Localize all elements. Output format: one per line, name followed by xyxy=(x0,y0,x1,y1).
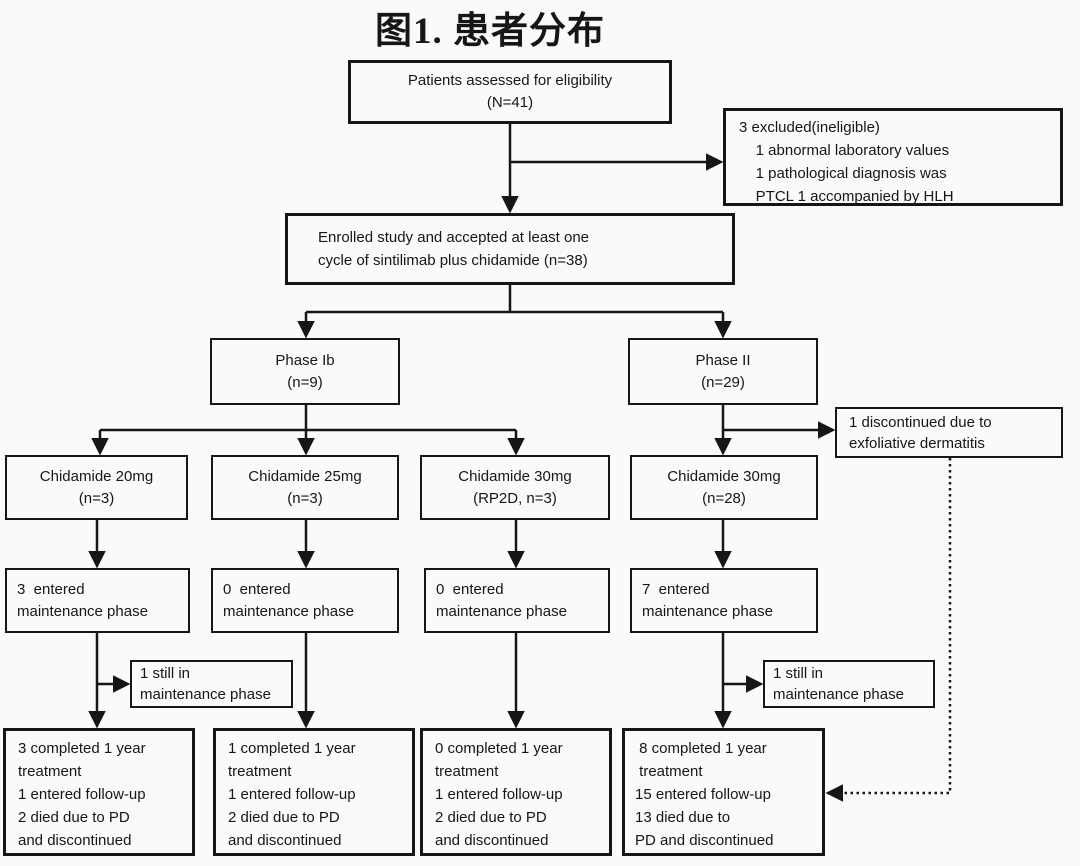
node-discontinued-dermatitis: 1 discontinued due to exfoliative dermat… xyxy=(835,407,1063,458)
node-maintenance-30mg: 7 entered maintenance phase xyxy=(630,568,818,633)
figure-title: 图1. 患者分布 xyxy=(375,11,605,52)
node-chidamide-25mg: Chidamide 25mg (n=3) xyxy=(211,455,399,520)
node-still-in-maintenance-left: 1 still in maintenance phase xyxy=(130,660,293,708)
node-chidamide-20mg: Chidamide 20mg (n=3) xyxy=(5,455,188,520)
node-chidamide-30mg-rp2d: Chidamide 30mg (RP2D, n=3) xyxy=(420,455,610,520)
node-excluded: 3 excluded(ineligible) 1 abnormal labora… xyxy=(723,108,1063,206)
node-outcome-20mg: 3 completed 1 year treatment 1 entered f… xyxy=(3,728,195,856)
node-enrolled: Enrolled study and accepted at least one… xyxy=(285,213,735,285)
node-outcome-30mg: 8 completed 1 year treatment 15 entered … xyxy=(622,728,825,856)
node-maintenance-20mg: 3 entered maintenance phase xyxy=(5,568,190,633)
node-phase-1b: Phase Ib (n=9) xyxy=(210,338,400,405)
node-outcome-30mg-rp2d: 0 completed 1 year treatment 1 entered f… xyxy=(420,728,612,856)
node-still-in-maintenance-right: 1 still in maintenance phase xyxy=(763,660,935,708)
node-maintenance-25mg: 0 entered maintenance phase xyxy=(211,568,399,633)
node-chidamide-30mg: Chidamide 30mg (n=28) xyxy=(630,455,818,520)
node-phase-2: Phase II (n=29) xyxy=(628,338,818,405)
node-maintenance-30mg-rp2d: 0 entered maintenance phase xyxy=(424,568,610,633)
node-outcome-25mg: 1 completed 1 year treatment 1 entered f… xyxy=(213,728,415,856)
node-patients-assessed: Patients assessed for eligibility (N=41) xyxy=(348,60,672,124)
